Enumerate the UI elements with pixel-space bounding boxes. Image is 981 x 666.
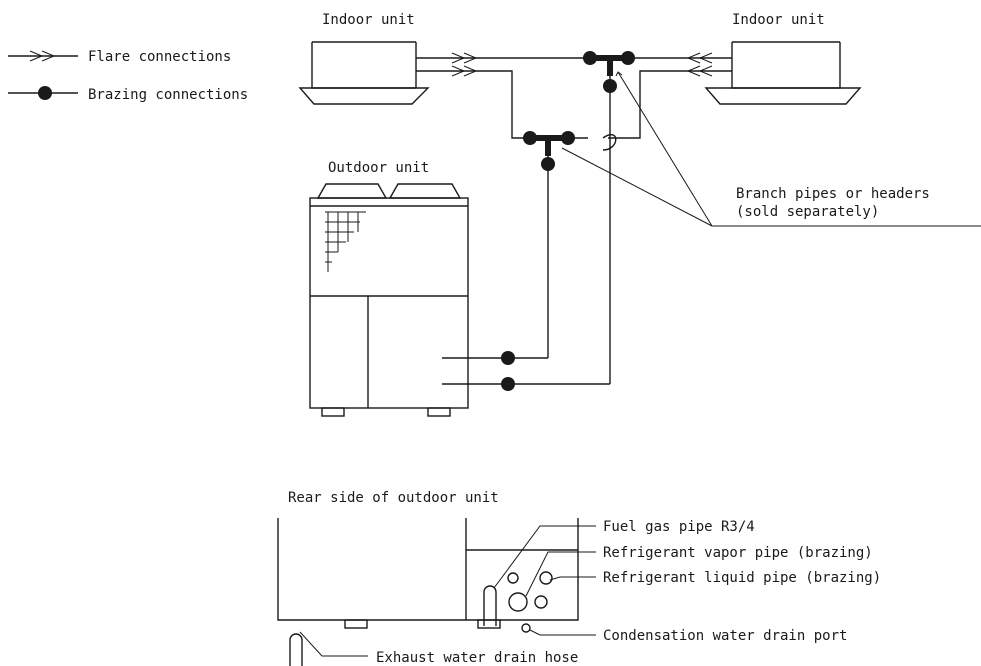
brazing-lower-tee [523, 131, 575, 171]
drain-port-label: Condensation water drain port [603, 628, 847, 644]
outdoor-label: Outdoor unit [328, 160, 429, 176]
legend: Flare connections Brazing connections [8, 49, 248, 103]
liquid-pipe-label: Refrigerant liquid pipe (brazing) [603, 570, 881, 586]
brazing-upper-tee [583, 51, 635, 93]
branch-label-line2: (sold separately) [736, 204, 879, 220]
rear-leaders [299, 525, 596, 657]
legend-flare-label: Flare connections [88, 49, 231, 65]
branch-leaders [561, 71, 981, 227]
brazing-symbol [8, 86, 78, 100]
flare-right [686, 52, 713, 77]
legend-brazing-label: Brazing connections [88, 87, 248, 103]
flare-left [451, 52, 478, 77]
vapor-pipe-label: Refrigerant vapor pipe (brazing) [603, 545, 873, 561]
indoor-unit-right [704, 41, 862, 105]
indoor-right-label: Indoor unit [732, 12, 825, 28]
rear-title: Rear side of outdoor unit [288, 490, 499, 506]
branch-label-line1: Branch pipes or headers [736, 186, 930, 202]
fuel-gas-label: Fuel gas pipe R3/4 [603, 519, 755, 535]
outdoor-unit [309, 183, 610, 417]
indoor-unit-left [298, 41, 430, 105]
rear-outdoor-unit [277, 518, 579, 666]
flare-symbol [8, 50, 78, 62]
drain-hose-label: Exhaust water drain hose [376, 650, 578, 666]
indoor-left-label: Indoor unit [322, 12, 415, 28]
indoor-piping [416, 57, 732, 384]
